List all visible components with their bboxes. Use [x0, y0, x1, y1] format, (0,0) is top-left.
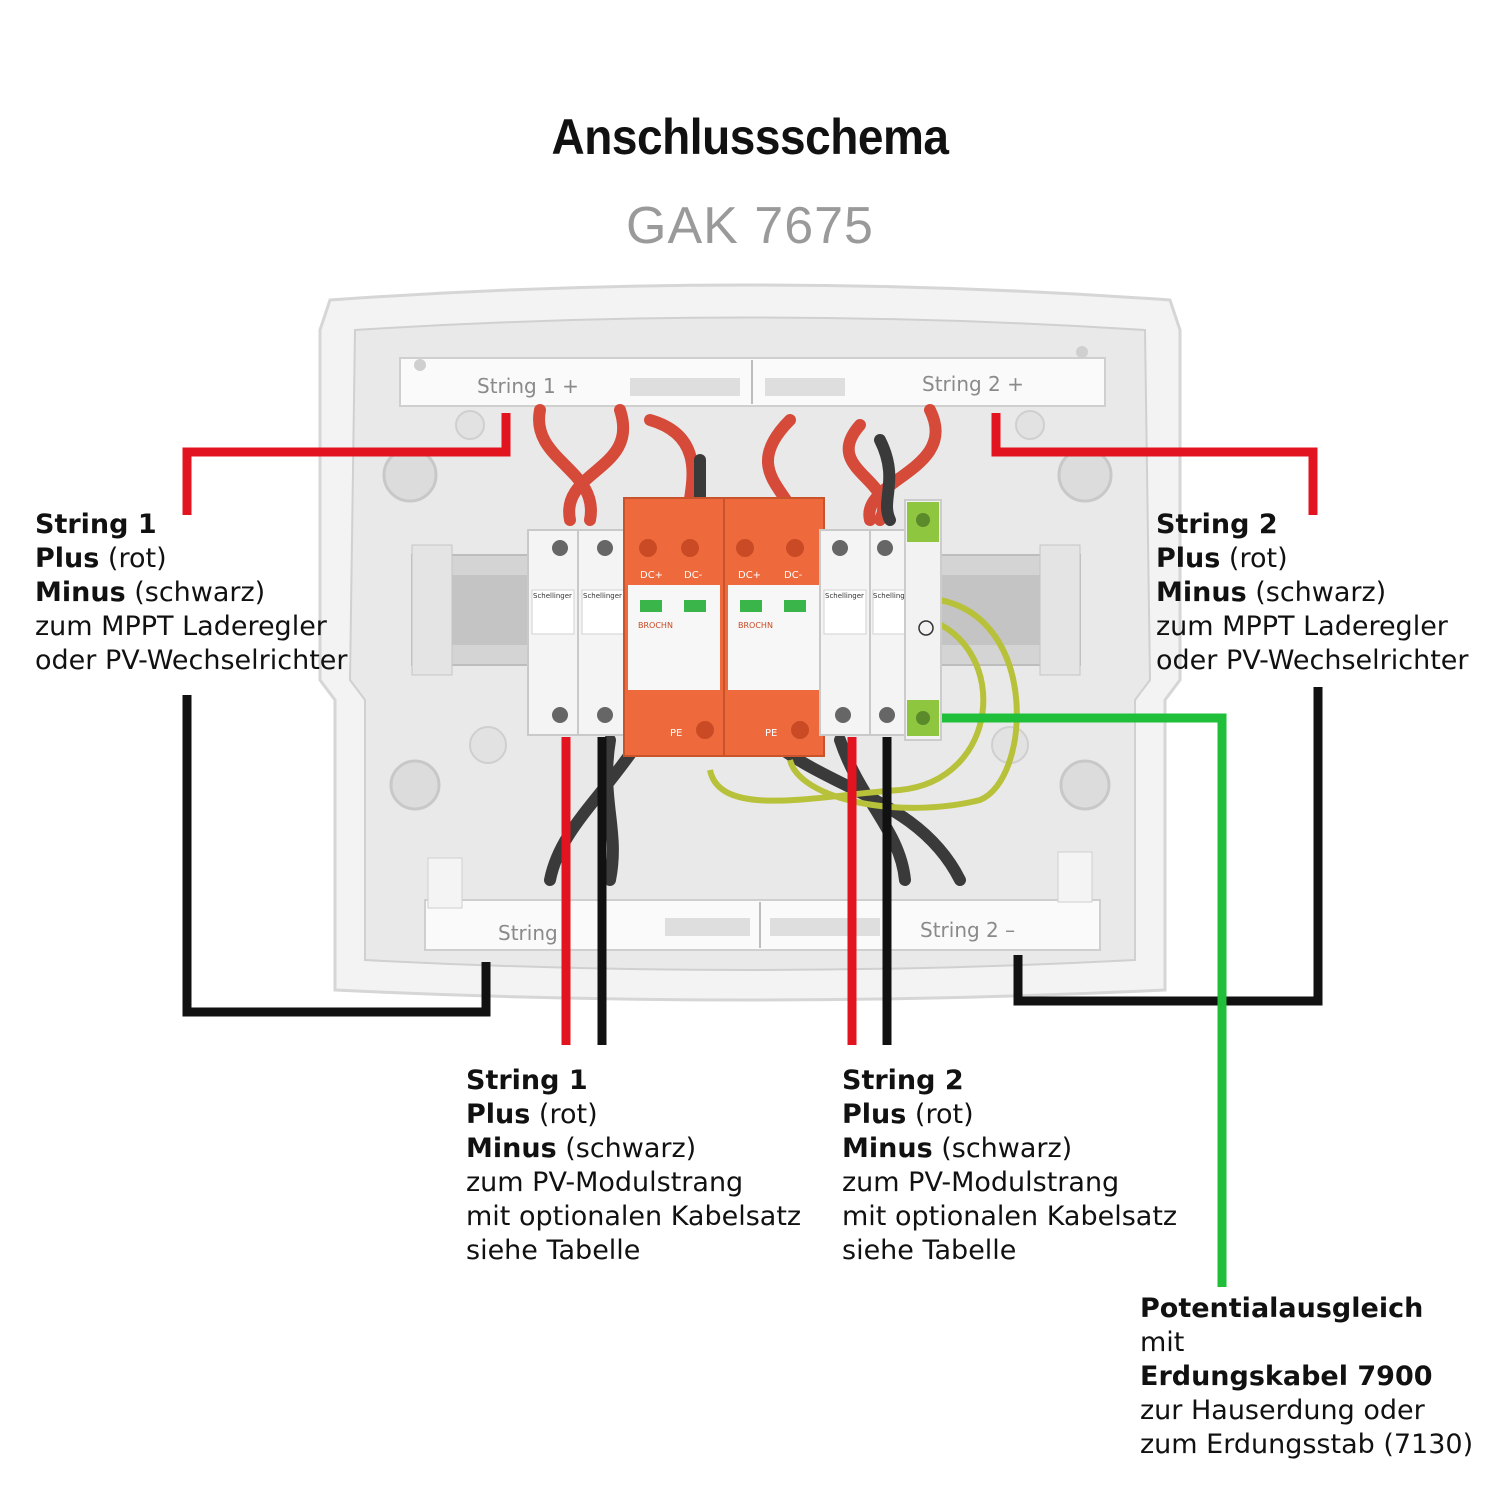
breaker-group-right: Schellinger Schellinger	[819, 529, 916, 736]
knockout	[1015, 410, 1045, 440]
spd-right: DC+ DC- BROCHN PE	[723, 497, 825, 757]
wire-string2-minus-out	[1013, 687, 1323, 1006]
page-subtitle: GAK 7675	[626, 197, 874, 255]
callout-ground: Potentialausgleich mit Erdungskabel 7900…	[1140, 1293, 1474, 1460]
breaker-group-left: Schellinger Schellinger	[527, 529, 629, 736]
svg-text:Schellinger: Schellinger	[533, 592, 572, 600]
svg-text:DC-: DC-	[684, 570, 703, 581]
strip-label-string1-minus: String	[498, 921, 558, 945]
wire-string1-minus-out	[182, 695, 491, 1017]
boss	[382, 447, 438, 503]
svg-text:BROCHN: BROCHN	[738, 621, 773, 630]
callout-bottom-string1: String 1 Plus (rot) Minus (schwarz) zum …	[466, 1065, 802, 1266]
knockout	[455, 410, 485, 440]
callout-string-name: String 1	[35, 509, 157, 540]
ground-terminal	[904, 499, 942, 741]
svg-text:Schellinger: Schellinger	[873, 592, 912, 600]
boss	[389, 759, 441, 811]
callout-right: String 2 Plus (rot) Minus (schwarz) zum …	[1156, 509, 1469, 676]
page-title: Anschlussschema	[551, 109, 949, 165]
strip-label-string2-plus: String 2 +	[922, 372, 1024, 396]
internal-black-wires	[544, 434, 966, 886]
strip-label-string2-minus: String 2 –	[920, 918, 1015, 942]
top-terminal-strip: String 1 + String 2 +	[399, 346, 1106, 407]
svg-text:DC+: DC+	[640, 570, 663, 581]
svg-text:BROCHN: BROCHN	[638, 621, 673, 630]
callout-string-name: String 2	[1156, 509, 1278, 540]
svg-text:Schellinger: Schellinger	[583, 592, 622, 600]
wire-ground	[942, 713, 1227, 1287]
internal-ground-wires	[707, 597, 1020, 811]
wire-string2-plus-out	[991, 413, 1318, 515]
boss	[1057, 447, 1113, 503]
callout-bottom-string2: String 2 Plus (rot) Minus (schwarz) zum …	[842, 1065, 1178, 1266]
svg-text:DC+: DC+	[738, 570, 761, 581]
knockout	[469, 726, 507, 764]
svg-text:DC-: DC-	[784, 570, 803, 581]
spd-left: DC+ DC- BROCHN PE	[623, 497, 725, 757]
svg-text:Schellinger: Schellinger	[825, 592, 864, 600]
svg-text:PE: PE	[765, 728, 777, 739]
callout-left: String 1 Plus (rot) Minus (schwarz) zum …	[35, 509, 348, 676]
strip-label-string1-plus: String 1 +	[477, 374, 579, 398]
svg-text:PE: PE	[670, 728, 682, 739]
boss	[1059, 759, 1111, 811]
wire-string1-plus-out	[182, 413, 511, 515]
